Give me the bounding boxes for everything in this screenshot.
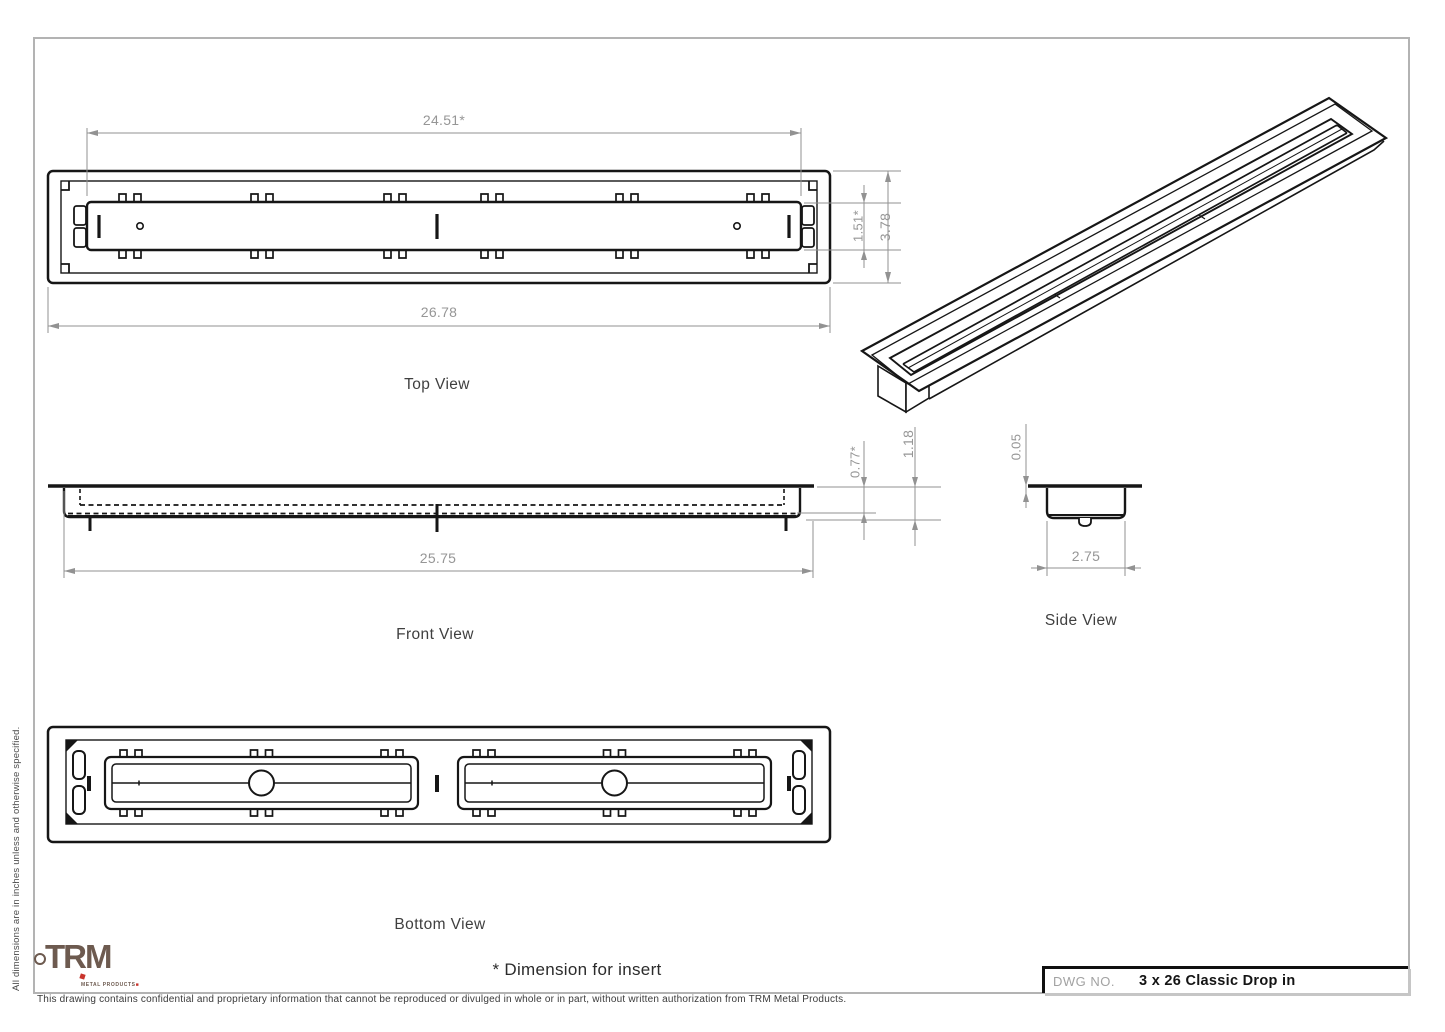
dim-top-insert-height: 1.51* — [850, 210, 866, 242]
dim-front-overall-depth: 1.18 — [900, 429, 916, 459]
logo-subtext: METAL PRODUCTS■ — [81, 982, 140, 988]
insert-dimension-footnote: * Dimension for insert — [492, 960, 662, 979]
dim-top-overall-width: 26.78 — [420, 304, 458, 320]
isometric-view-drawing — [859, 96, 1389, 414]
dim-top-insert-width: 24.51* — [422, 112, 466, 128]
logo-ring-icon — [34, 953, 46, 965]
dim-side-width: 2.75 — [1071, 548, 1101, 564]
side-view-drawing — [1028, 484, 1142, 527]
top-view-dimension-lines — [47, 128, 901, 333]
title-block: DWG NO. 3 x 26 Classic Drop in — [1042, 966, 1408, 993]
top-view-label: Top View — [404, 376, 470, 393]
front-view-drawing — [48, 484, 814, 532]
side-view-dimension-lines — [1023, 424, 1141, 576]
front-view-dimension-lines — [63, 427, 941, 578]
drawing-number: 3 x 26 Classic Drop in — [1139, 973, 1296, 989]
dim-top-overall-height: 3.78 — [877, 212, 893, 242]
units-note-vertical: All dimensions are in inches unless and … — [11, 726, 22, 991]
logo-red-dot-icon — [79, 973, 86, 980]
bottom-view-drawing — [46, 725, 832, 844]
logo-text: TRM — [45, 938, 112, 975]
side-view-label: Side View — [1044, 612, 1118, 629]
top-view-drawing — [46, 169, 832, 285]
trm-logo: TRM METAL PRODUCTS■ — [34, 938, 144, 994]
dwg-no-label: DWG NO. — [1053, 973, 1115, 989]
bottom-view-label: Bottom View — [394, 916, 486, 933]
dim-side-flange-thickness: 0.05 — [1008, 433, 1024, 461]
front-view-label: Front View — [396, 626, 474, 643]
confidentiality-notice: This drawing contains confidential and p… — [37, 994, 847, 1005]
dim-front-insert-length: 25.75 — [419, 550, 457, 566]
dim-front-insert-depth: 0.77* — [847, 446, 863, 478]
